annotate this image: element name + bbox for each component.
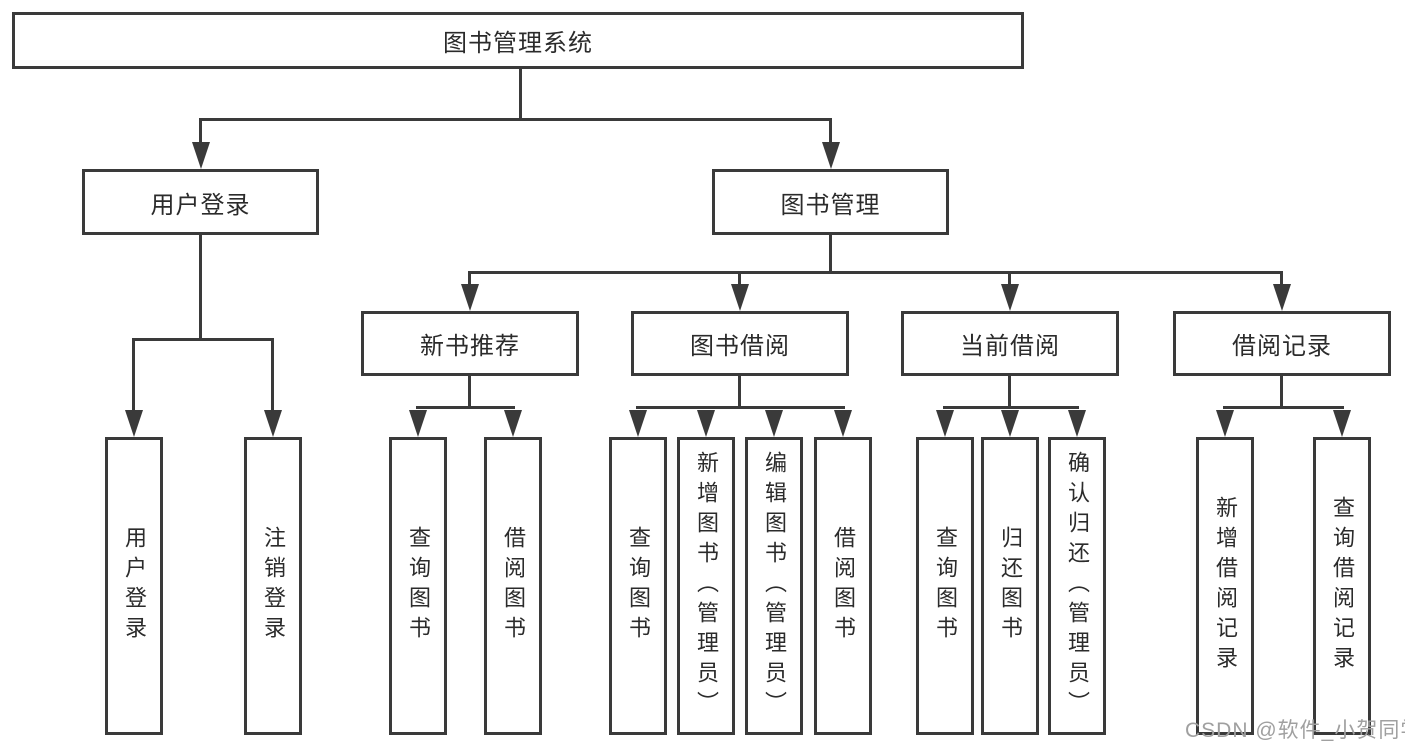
leaf-query-books-3: 查询图书 bbox=[916, 437, 974, 735]
arrowhead-down-icon bbox=[1068, 410, 1086, 437]
connector-user-login-drop bbox=[199, 235, 202, 340]
arrowhead-down-icon bbox=[1216, 410, 1234, 437]
arrowhead-down-icon bbox=[765, 410, 783, 437]
arrowhead-down-icon bbox=[1001, 284, 1019, 311]
leaf-user-login: 用户登录 bbox=[105, 437, 163, 735]
leaf-borrow-books-2: 借阅图书 bbox=[814, 437, 872, 735]
connector-drop bbox=[1280, 376, 1283, 409]
connector-drop bbox=[738, 376, 741, 409]
leaf-logout-login: 注销登录 bbox=[244, 437, 302, 735]
node-label: 借阅记录 bbox=[1232, 333, 1332, 360]
leaf-label: 查询图书 bbox=[406, 526, 431, 646]
leaf-label: 确认归还（管理员） bbox=[1065, 451, 1090, 721]
connector-user-login-rail bbox=[132, 338, 274, 341]
node-current-borrowing: 当前借阅 bbox=[901, 311, 1119, 376]
leaf-add-borrow-record: 新增借阅记录 bbox=[1196, 437, 1254, 735]
leaf-query-books-2: 查询图书 bbox=[609, 437, 667, 735]
connector-stub bbox=[271, 338, 274, 413]
leaf-return-books: 归还图书 bbox=[981, 437, 1039, 735]
leaf-label: 归还图书 bbox=[998, 526, 1023, 646]
leaf-confirm-return-admin: 确认归还（管理员） bbox=[1048, 437, 1106, 735]
arrowhead-down-icon bbox=[125, 410, 143, 437]
connector-book-mgmt-drop bbox=[829, 235, 832, 273]
watermark: CSDN @软件_小贺同学 bbox=[1185, 719, 1405, 742]
connector-rail bbox=[416, 406, 515, 409]
node-borrowing-records: 借阅记录 bbox=[1173, 311, 1391, 376]
node-new-book-recommendation: 新书推荐 bbox=[361, 311, 579, 376]
connector-drop bbox=[468, 376, 471, 409]
leaf-label: 借阅图书 bbox=[831, 526, 856, 646]
leaf-label: 编辑图书（管理员） bbox=[762, 451, 787, 721]
arrowhead-down-icon bbox=[1001, 410, 1019, 437]
connector-stub bbox=[829, 118, 832, 146]
node-label: 用户登录 bbox=[150, 191, 251, 219]
leaf-edit-books-admin: 编辑图书（管理员） bbox=[745, 437, 803, 735]
arrowhead-down-icon bbox=[264, 410, 282, 437]
arrowhead-down-icon bbox=[409, 410, 427, 437]
leaf-add-books-admin: 新增图书（管理员） bbox=[677, 437, 735, 735]
leaf-label: 注销登录 bbox=[261, 526, 286, 646]
node-book-management: 图书管理 bbox=[712, 169, 949, 235]
node-book-borrowing: 图书借阅 bbox=[631, 311, 849, 376]
arrowhead-down-icon bbox=[461, 284, 479, 311]
connector-stub bbox=[468, 271, 471, 289]
connector-stub bbox=[1008, 271, 1011, 289]
leaf-label: 查询图书 bbox=[626, 526, 651, 646]
arrowhead-down-icon bbox=[697, 410, 715, 437]
arrowhead-down-icon bbox=[822, 142, 840, 169]
connector-rail bbox=[636, 406, 845, 409]
connector-stub bbox=[1280, 271, 1283, 289]
node-label: 当前借阅 bbox=[960, 333, 1060, 360]
leaf-label: 查询借阅记录 bbox=[1330, 496, 1355, 676]
leaf-label: 新增图书（管理员） bbox=[694, 451, 719, 721]
arrowhead-down-icon bbox=[1273, 284, 1291, 311]
connector-stub bbox=[132, 338, 135, 413]
arrowhead-down-icon bbox=[629, 410, 647, 437]
node-user-login: 用户登录 bbox=[82, 169, 319, 235]
node-label: 图书管理 bbox=[780, 191, 881, 219]
connector-rail bbox=[1223, 406, 1344, 409]
connector-level2-rail bbox=[199, 118, 832, 121]
connector-stub bbox=[738, 271, 741, 289]
connector-rail bbox=[943, 406, 1079, 409]
connector-stub bbox=[199, 118, 202, 146]
connector-drop bbox=[1008, 376, 1011, 409]
leaf-query-books: 查询图书 bbox=[389, 437, 447, 735]
leaf-label: 新增借阅记录 bbox=[1213, 496, 1238, 676]
arrowhead-down-icon bbox=[1333, 410, 1351, 437]
leaf-query-borrow-record: 查询借阅记录 bbox=[1313, 437, 1371, 735]
arrowhead-down-icon bbox=[834, 410, 852, 437]
node-label: 图书管理系统 bbox=[443, 30, 593, 57]
connector-root-drop bbox=[519, 68, 522, 121]
arrowhead-down-icon bbox=[504, 410, 522, 437]
leaf-label: 用户登录 bbox=[122, 526, 147, 646]
leaf-label: 借阅图书 bbox=[501, 526, 526, 646]
node-label: 图书借阅 bbox=[690, 333, 790, 360]
node-label: 新书推荐 bbox=[420, 333, 520, 360]
leaf-borrow-books: 借阅图书 bbox=[484, 437, 542, 735]
connector-level3-rail bbox=[468, 271, 1283, 274]
arrowhead-down-icon bbox=[192, 142, 210, 169]
node-library-management-system: 图书管理系统 bbox=[12, 12, 1024, 69]
arrowhead-down-icon bbox=[936, 410, 954, 437]
leaf-label: 查询图书 bbox=[933, 526, 958, 646]
arrowhead-down-icon bbox=[731, 284, 749, 311]
